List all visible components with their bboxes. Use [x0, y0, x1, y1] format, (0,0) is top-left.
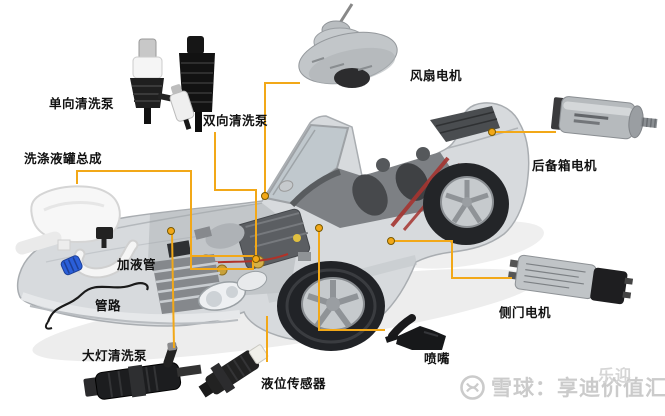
- fan-motor-image: [298, 3, 398, 88]
- label-nozzle: 喷嘴: [424, 352, 451, 366]
- anchor-side-door-motor: [387, 237, 395, 245]
- callout-line-tank: [76, 170, 192, 256]
- watermark: 雪球：享迪价值汇: [459, 372, 665, 402]
- label-tubing: 管路: [95, 299, 122, 313]
- callout-line-side-door-motor: [391, 240, 512, 279]
- label-washer-tank: 洗涤液罐总成: [24, 152, 103, 166]
- label-trunk-motor: 后备箱电机: [532, 159, 598, 173]
- anchor-two-way-pump: [252, 255, 260, 263]
- label-side-door-motor: 侧门电机: [499, 306, 552, 320]
- trunk-motor-image: [550, 96, 658, 140]
- car-illustration: [16, 102, 530, 351]
- rear-wheel: [423, 163, 509, 245]
- callout-box-tank-location: [190, 255, 254, 270]
- watermark-overlay-text: 乐迎: [598, 368, 633, 385]
- headlight-washer-pump-image: [83, 342, 202, 400]
- label-one-way-washer-pump: 单向清洗泵: [49, 97, 115, 111]
- spray-nozzle-image: [385, 314, 446, 350]
- callout-line-fan-motor: [264, 82, 300, 196]
- folded-roof: [430, 106, 519, 149]
- callout-anchors: [167, 128, 496, 263]
- fluid-level-sensor-image: [198, 344, 269, 398]
- tubing-image: [44, 282, 149, 330]
- anchor-nozzle: [315, 224, 323, 232]
- front-wheel: [277, 261, 385, 351]
- watermark-text: 雪球：享迪价值汇: [491, 377, 665, 400]
- callout-line-nozzle: [318, 228, 385, 331]
- label-two-way-washer-pump: 双向清洗泵: [203, 114, 269, 128]
- anchor-trunk-motor: [488, 128, 496, 136]
- callout-line-two-way-pump: [214, 132, 257, 258]
- xueqiu-logo-icon: [460, 374, 485, 400]
- anchor-headlight-pump: [167, 227, 175, 235]
- side-door-motor-image: [507, 254, 634, 305]
- label-headlight-pump: 大灯清洗泵: [82, 349, 148, 363]
- label-filler-tube: 加液管: [117, 258, 157, 272]
- washer-fluid-tank-assembly-image: [15, 185, 121, 255]
- label-fan-motor: 风扇电机: [410, 69, 463, 83]
- callout-lines: [76, 82, 556, 362]
- anchor-fan-motor: [261, 192, 269, 200]
- one-way-washer-pump-image: [130, 38, 172, 124]
- filler-tube-image: [60, 239, 139, 279]
- label-level-sensor: 液位传感器: [261, 377, 327, 391]
- callout-line-headlight-pump: [171, 231, 175, 349]
- two-way-washer-pump-image: [169, 36, 215, 132]
